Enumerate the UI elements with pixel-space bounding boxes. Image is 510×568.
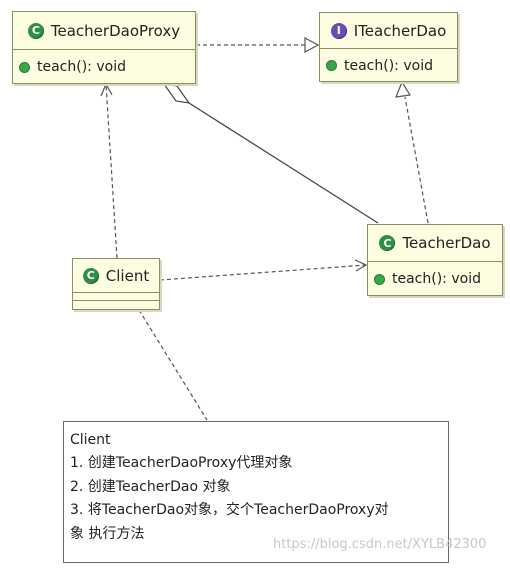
client-uses-target-line: [159, 264, 367, 281]
class-client[interactable]: C Client: [72, 258, 160, 310]
note-line: Client: [70, 432, 111, 448]
note-line: 2. 创建TeacherDao 对象: [70, 478, 231, 495]
watermark: https://blog.csdn.net/XYLB42300: [273, 537, 487, 552]
class-header: C Client: [73, 259, 159, 293]
class-teacher-dao-proxy[interactable]: C TeacherDaoProxy teach(): void: [12, 11, 196, 84]
interface-icon: I: [330, 22, 347, 39]
empty-compartment: [73, 293, 159, 301]
interface-name: ITeacherDao: [353, 21, 447, 40]
proxy-aggregates-target-line: [188, 102, 379, 224]
realization-arrowhead: [395, 80, 411, 98]
note-line: 1. 创建TeacherDaoProxy代理对象: [70, 455, 293, 472]
aggregation-diamond: [162, 83, 191, 104]
class-icon: C: [27, 22, 44, 39]
method-signature: teach(): void: [392, 271, 481, 287]
client-note[interactable]: Client 1. 创建TeacherDaoProxy代理对象 2. 创建Tea…: [63, 421, 449, 563]
interface-iteacher-dao[interactable]: I ITeacherDao teach(): void: [319, 12, 458, 82]
method-signature: teach(): void: [37, 59, 126, 75]
class-header: C TeacherDao: [368, 225, 502, 262]
note-line: 象 执行方法: [70, 525, 145, 542]
method-compartment: teach(): void: [320, 49, 457, 82]
class-name: Client: [105, 266, 150, 285]
interface-header: I ITeacherDao: [320, 13, 457, 49]
class-teacher-dao[interactable]: C TeacherDao teach(): void: [367, 224, 503, 296]
class-name: TeacherDao: [402, 234, 491, 252]
method-compartment: teach(): void: [368, 262, 502, 296]
method-signature: teach(): void: [344, 57, 433, 74]
target-realizes-interface-line: [404, 96, 429, 224]
method-compartment: teach(): void: [13, 50, 195, 84]
public-method-icon: [326, 60, 337, 71]
realization-arrowhead: [304, 36, 320, 54]
class-icon: C: [82, 267, 99, 284]
note-line: 3. 将TeacherDao对象，交个TeacherDaoProxy对: [70, 502, 389, 519]
class-header: C TeacherDaoProxy: [13, 12, 195, 50]
class-name: TeacherDaoProxy: [50, 21, 181, 40]
public-method-icon: [19, 61, 30, 73]
note-attachment-line: [138, 309, 208, 421]
public-method-icon: [374, 273, 385, 285]
class-icon: C: [379, 235, 396, 251]
client-uses-proxy-line: [105, 83, 118, 259]
dependency-arrowhead: [354, 259, 368, 272]
dependency-arrowhead: [100, 82, 113, 97]
